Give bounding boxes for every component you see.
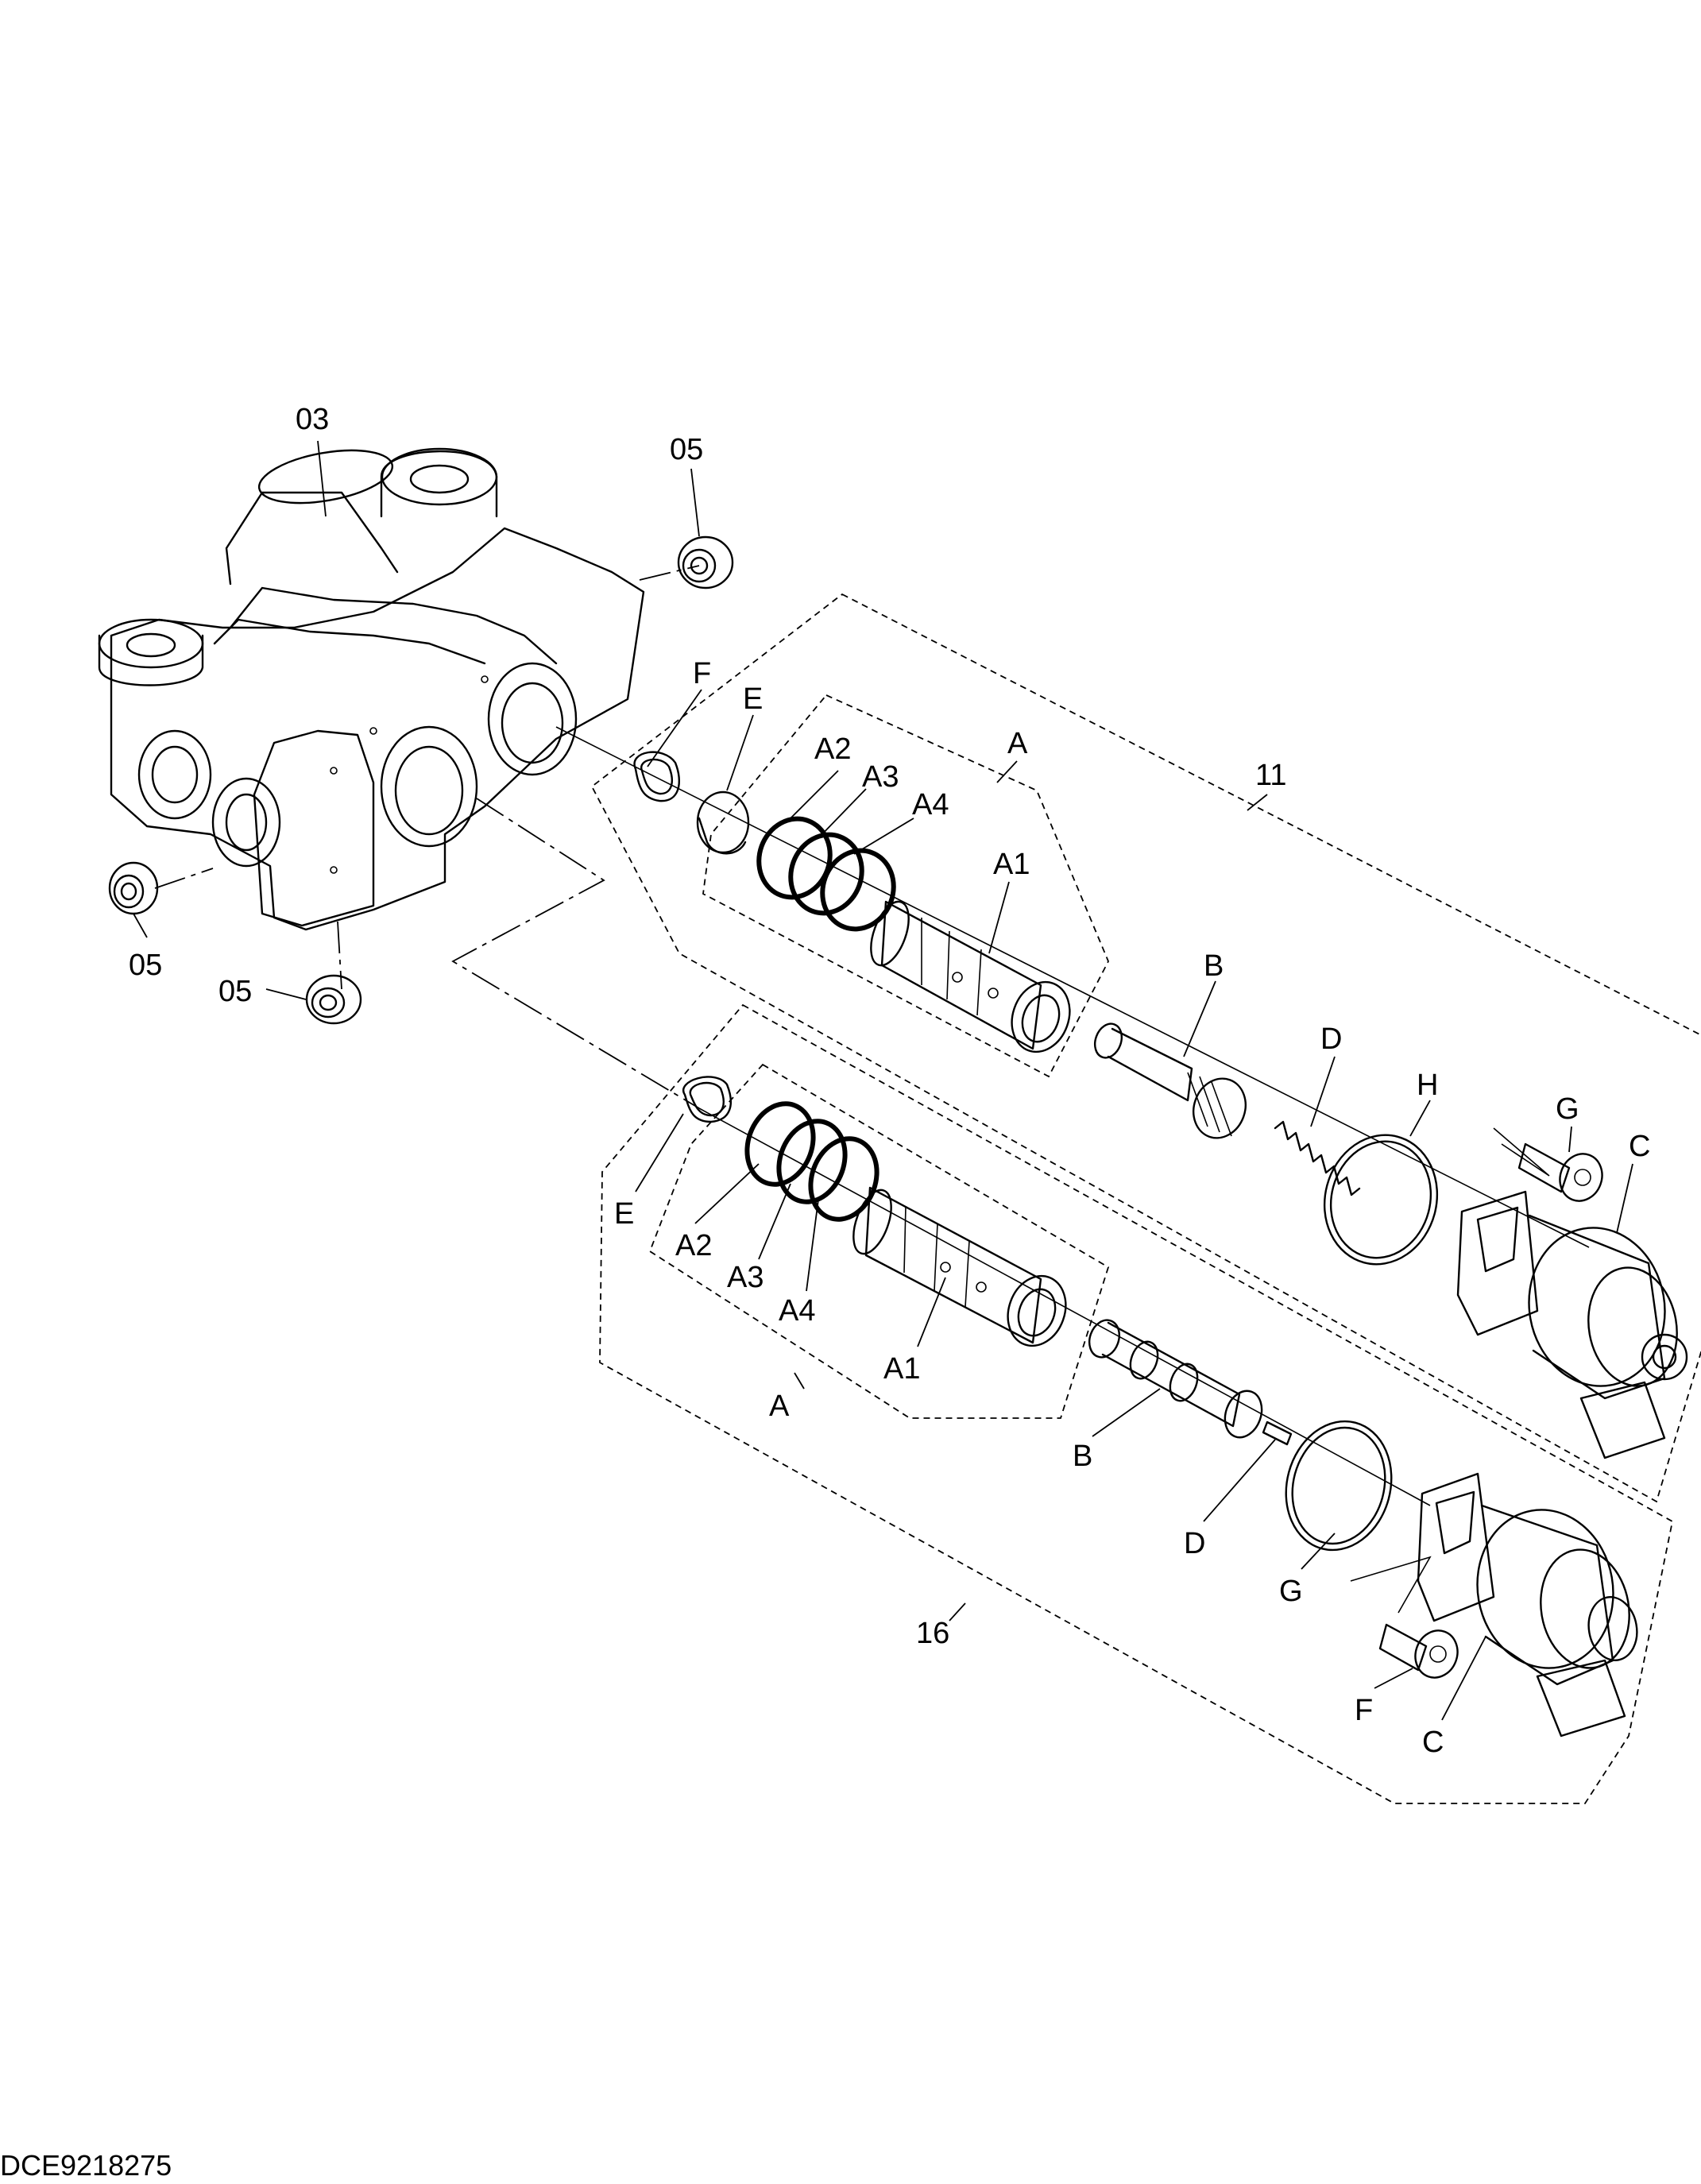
upper-part-F-seal: [633, 751, 681, 802]
subassembly-A-lower-boundary: [648, 1063, 1110, 1419]
callout-lower-A: A: [769, 1390, 790, 1423]
callout-lower-F: F: [1355, 1694, 1373, 1727]
upper-axis: [555, 726, 1590, 1248]
subassembly-A-upper-boundary: [702, 694, 1109, 1078]
callout-05-top: 05: [670, 433, 703, 466]
lower-part-F-bolt: [1378, 1623, 1459, 1679]
upper-part-B-spool: [1093, 1022, 1247, 1139]
callout-lower-A3: A3: [727, 1261, 764, 1294]
upper-part-G-bolt: [1517, 1142, 1603, 1202]
lower-part-E-seal: [682, 1076, 733, 1123]
callout-lower-G: G: [1279, 1575, 1303, 1608]
drawing-code: DCE9218275: [0, 2149, 172, 2182]
plug-05-left: [108, 861, 159, 915]
callout-11: 11: [1255, 759, 1286, 792]
callout-upper-C: C: [1629, 1130, 1650, 1163]
callout-lower-A4: A4: [779, 1294, 815, 1328]
callout-upper-A2: A2: [814, 733, 851, 766]
plug-05-top: [677, 535, 734, 589]
callout-03: 03: [296, 403, 329, 436]
leader-lines: [133, 440, 1633, 1721]
callout-upper-H: H: [1417, 1069, 1438, 1102]
valve-body-03: [98, 447, 645, 931]
callout-upper-B: B: [1204, 949, 1224, 983]
centerline-chain: [451, 798, 700, 1109]
lower-part-A1-sleeve: [852, 1186, 1067, 1347]
callout-16: 16: [916, 1617, 949, 1650]
lower-part-B-spool: [1088, 1319, 1263, 1439]
lower-rings-A2-A3-A4: [744, 1101, 879, 1222]
callout-lower-C: C: [1422, 1726, 1444, 1759]
callout-upper-D: D: [1320, 1022, 1342, 1056]
lower-part-C-solenoid: [1417, 1472, 1638, 1738]
upper-part-C-solenoid: [1456, 1190, 1688, 1459]
upper-rings-A2-A3-A4: [756, 816, 896, 932]
upper-part-D-spring: [1274, 1120, 1361, 1196]
assembly-16-boundary: [599, 1003, 1674, 1804]
callout-lower-E: E: [614, 1197, 634, 1231]
callout-upper-A4: A4: [912, 788, 949, 821]
callout-upper-A: A: [1007, 727, 1028, 760]
upper-part-A1-sleeve: [870, 900, 1071, 1053]
callout-lower-D: D: [1184, 1527, 1205, 1560]
assembly-11-boundary: [590, 593, 1701, 1503]
callout-upper-A3: A3: [862, 760, 899, 794]
lower-part-G-oring: [1285, 1420, 1393, 1552]
lower-part-D-pin: [1262, 1421, 1293, 1446]
callout-lower-B: B: [1073, 1440, 1092, 1473]
callout-upper-A1: A1: [993, 848, 1030, 881]
callout-lower-A2: A2: [675, 1229, 712, 1262]
plug-05-bottom: [305, 974, 362, 1025]
callout-lower-A1: A1: [883, 1352, 920, 1386]
callout-05-bottom: 05: [218, 975, 252, 1008]
upper-part-E-cap: [696, 790, 750, 855]
callout-upper-F: F: [693, 657, 711, 690]
lower-axis: [698, 1107, 1431, 1506]
upper-part-H-oring: [1323, 1134, 1439, 1266]
callout-05-left: 05: [129, 949, 162, 982]
callout-labels: 03 05 05 05 11 16 F E A A2 A3 A4 A1 B D …: [129, 403, 1650, 1759]
callout-upper-E: E: [743, 682, 763, 716]
callout-upper-G: G: [1556, 1092, 1579, 1126]
